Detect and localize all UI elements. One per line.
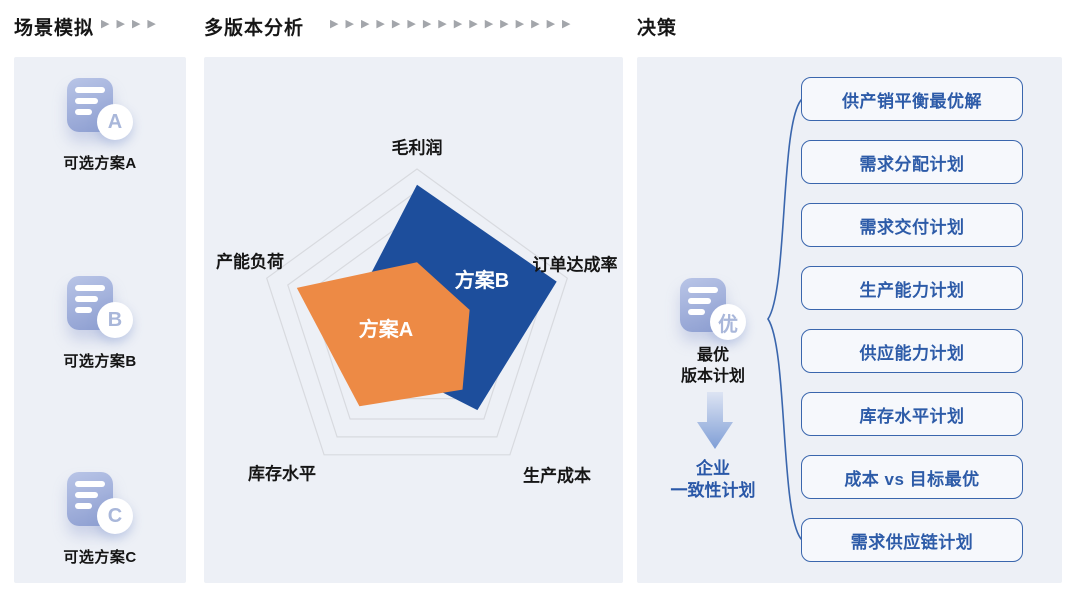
flow-arrow-icon: ▶ — [453, 18, 463, 30]
document-line — [75, 98, 98, 104]
document-line — [688, 287, 718, 293]
document-line — [75, 285, 105, 291]
flow-arrow-icon: ▶ — [345, 18, 354, 30]
badge-circle: A — [97, 104, 133, 140]
document-shape — [67, 472, 113, 526]
flow-arrow-icon: ▶ — [500, 18, 509, 30]
document-line — [75, 109, 92, 115]
stage-label-analysis: 多版本分析 — [204, 18, 305, 39]
radar-axis-label: 产能负荷 — [216, 252, 284, 272]
flow-arrow-icon: ▶ — [531, 18, 540, 30]
radar-axis-label: 生产成本 — [523, 466, 591, 486]
flow-arrow-icon: ▶ — [376, 18, 385, 30]
plan-box: 需求分配计划 — [801, 140, 1023, 184]
badge-circle: B — [97, 302, 133, 338]
scenario-item: B 可选方案B — [14, 276, 186, 371]
stage-label-scenario: 场景模拟 — [14, 18, 95, 39]
document-line — [75, 296, 98, 302]
enterprise-plan-line2: 一致性计划 — [670, 481, 756, 500]
radar-axis-label: 订单达成率 — [532, 255, 618, 275]
enterprise-plan-caption: 企业 一致性计划 — [671, 458, 756, 502]
scenario-label: 可选方案B — [63, 353, 137, 370]
document-icon: 优 — [680, 278, 746, 340]
down-arrow-icon — [697, 392, 733, 449]
document-icon: B — [67, 276, 133, 338]
flow-arrow-icon: ▶ — [562, 18, 571, 30]
optimal-plan-icon-slot: 优 — [680, 278, 746, 340]
document-line — [688, 298, 711, 304]
radar-series-label: 方案A — [359, 317, 413, 341]
optimal-plan-caption: 最优 版本计划 — [681, 345, 745, 387]
document-line — [688, 309, 705, 315]
scenario-label: 可选方案A — [63, 155, 137, 172]
decision-panel: 优 最优 版本计划 企业 一致性计划 供产销平衡最优解需求分配计划需求交付计划生… — [637, 57, 1062, 583]
flow-arrow-icon: ▶ — [438, 18, 447, 30]
document-line — [75, 87, 105, 93]
enterprise-plan-line1: 企业 — [696, 459, 730, 478]
plan-box: 库存水平计划 — [801, 392, 1023, 436]
optimal-plan-caption-line1: 最优 — [696, 347, 730, 364]
flow-arrow-icon: ▶ — [101, 18, 110, 30]
badge-circle: 优 — [710, 304, 746, 340]
flow-arrow-icon: ▶ — [515, 18, 525, 30]
badge-circle: C — [97, 498, 133, 534]
radar-axis-label: 毛利润 — [391, 138, 443, 158]
flow-arrow-icon: ▶ — [131, 18, 141, 30]
flow-arrow-icon: ▶ — [116, 18, 125, 30]
optimal-plan-caption-line2: 版本计划 — [680, 368, 746, 385]
flow-arrow-icon: ▶ — [546, 18, 556, 30]
plan-box: 供产销平衡最优解 — [801, 77, 1023, 121]
flow-arrows: ▶ ▶ ▶ ▶ — [101, 17, 156, 32]
plan-box: 供应能力计划 — [801, 329, 1023, 373]
flow-arrow-icon: ▶ — [422, 18, 432, 30]
flow-arrow-icon: ▶ — [360, 18, 370, 30]
analysis-panel: 方案A 方案B 毛利润订单达成率生产成本 库存水平 产能负荷 — [204, 57, 623, 583]
scenario-panel: A 可选方案A B 可选方案B C 可选方案C — [14, 57, 186, 583]
plan-box: 需求供应链计划 — [801, 518, 1023, 562]
flow-arrows: ▶ ▶ ▶ ▶ ▶ ▶ ▶ ▶ ▶ ▶ ▶ ▶ ▶ ▶ ▶ ▶ — [330, 17, 571, 32]
document-line — [75, 503, 92, 509]
plan-box: 成本 vs 目标最优 — [801, 455, 1023, 499]
plan-box: 需求交付计划 — [801, 203, 1023, 247]
document-line — [75, 307, 92, 313]
flow-arrow-icon: ▶ — [484, 18, 494, 30]
flow-arrow-icon: ▶ — [469, 18, 478, 30]
scenario-item: A 可选方案A — [14, 78, 186, 173]
flow-arrow-icon: ▶ — [407, 18, 416, 30]
scenario-item: C 可选方案C — [14, 472, 186, 567]
radar-axis-label: 库存水平 — [248, 464, 316, 484]
radar-grid-ring — [265, 168, 569, 456]
radar-chart: 方案A 方案B — [265, 168, 569, 456]
stage-label-decision: 决策 — [637, 18, 678, 39]
document-shape — [67, 276, 113, 330]
plan-box: 生产能力计划 — [801, 266, 1023, 310]
flow-arrow-icon: ▶ — [330, 18, 339, 30]
document-line — [75, 481, 105, 487]
radar-series-label: 方案B — [455, 268, 509, 292]
flow-arrow-icon: ▶ — [147, 18, 156, 30]
flow-arrow-icon: ▶ — [391, 18, 401, 30]
document-line — [75, 492, 98, 498]
radar-series-方案A — [296, 262, 470, 407]
document-icon: C — [67, 472, 133, 534]
document-icon: A — [67, 78, 133, 140]
scenario-label: 可选方案C — [63, 549, 137, 566]
